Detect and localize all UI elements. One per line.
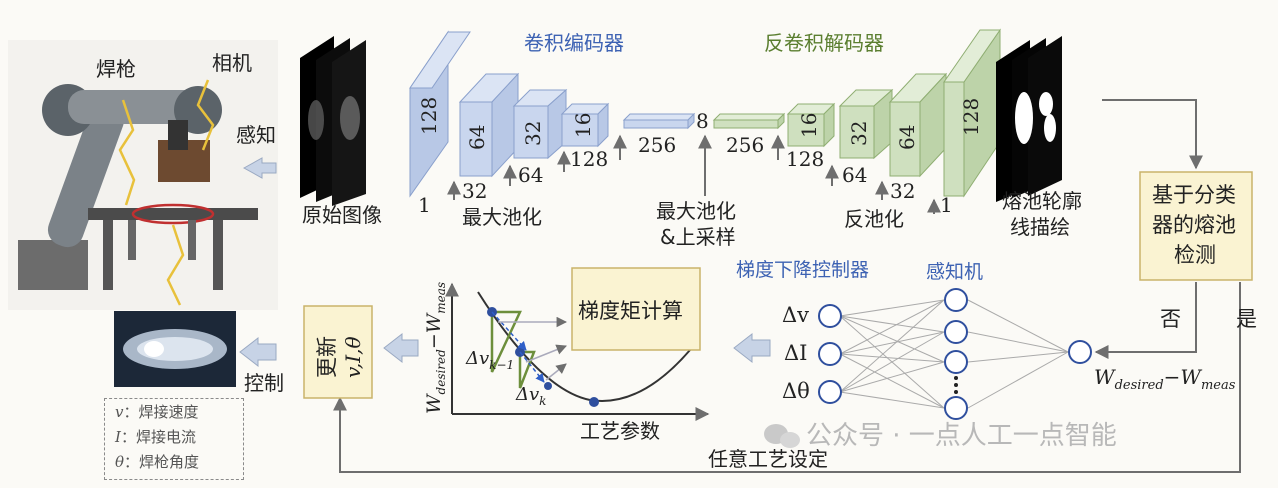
deconv-decoder-title: 反卷积解码器 <box>764 31 884 55</box>
encoder-depth-2: 64 <box>465 125 489 150</box>
arbitrary-setting-label: 任意工艺设定 <box>708 447 828 471</box>
max-pool-upsample-label-1: 最大池化 <box>656 199 736 223</box>
encoder-block-5 <box>622 112 696 130</box>
perceptron-ellipsis <box>954 376 958 394</box>
decoder-block-4 <box>888 72 948 178</box>
decoder-size-4: 32 <box>890 179 915 203</box>
y-axis-label: Wdesired−Wmeas <box>423 282 448 414</box>
delta-I-label: ΔI <box>784 341 807 365</box>
decoder-size-3: 64 <box>842 163 867 187</box>
w-diff-label: Wdesired−Wmeas <box>1094 365 1236 393</box>
yes-label: 是 <box>1236 307 1257 331</box>
decoder-block-3 <box>838 88 894 160</box>
conv-encoder-title: 卷积编码器 <box>524 31 624 55</box>
robot-arm-illustration <box>8 40 278 310</box>
decoder-block-1 <box>712 112 786 130</box>
sense-arrow <box>242 157 277 179</box>
encoder-size-1: 1 <box>418 193 431 217</box>
yes-branch-arrow <box>333 282 1241 473</box>
encoder-block-1 <box>409 30 471 198</box>
welding-torch-label: 焊枪 <box>96 57 136 81</box>
decoder-block-2 <box>786 102 836 148</box>
delta-v-label: Δv <box>782 303 809 327</box>
contour-label-2: 线描绘 <box>1010 215 1070 239</box>
update-label: 更新 <box>315 336 339 378</box>
classifier-label-3: 检测 <box>1174 243 1216 267</box>
legend-item-I: I：焊接电流 <box>115 428 196 446</box>
encoder-block-4 <box>560 102 610 148</box>
decoder-depth-3: 32 <box>847 121 871 146</box>
encoder-pool-arrows <box>447 134 627 200</box>
decoder-depth-1: 256 <box>726 133 764 157</box>
gradient-controller-title: 梯度下降控制器 <box>736 259 869 281</box>
decoder-size-5: 1 <box>940 193 953 217</box>
update-vars-label: v,I,θ <box>341 336 365 378</box>
variable-legend: v：焊接速度 I：焊接电流 θ：焊枪角度 <box>104 398 244 480</box>
bottleneck-size: 8 <box>696 109 709 133</box>
encoder-depth-1: 128 <box>417 97 441 135</box>
encoder-block-2 <box>458 72 520 178</box>
decoder-depth-5: 128 <box>959 98 983 136</box>
contour-label-1: 熔池轮廓 <box>1002 189 1082 213</box>
watermark-label: 公众号 · 一点人工一点智能 <box>806 421 1117 451</box>
decoder-depth-4: 64 <box>895 125 919 150</box>
svg-text:Wdesired−Wmeas: Wdesired−Wmeas <box>1094 365 1236 393</box>
decoder-unpool-arrows <box>771 134 941 214</box>
delta-theta-label: Δθ <box>782 379 810 403</box>
gradient-matrix-label: 梯度矩计算 <box>578 299 683 323</box>
dv-k-label: Δvk <box>515 384 546 408</box>
unpool-label: 反池化 <box>844 207 904 231</box>
contour-to-classifier-arrow <box>1102 99 1203 170</box>
legend-item-theta: θ：焊枪角度 <box>115 453 200 471</box>
encoder-depth-5: 256 <box>638 133 676 157</box>
decoder-depth-2: 16 <box>797 113 821 138</box>
gradient-matrix-box <box>571 267 701 351</box>
dv-km1-label: Δvk−1 <box>465 348 514 372</box>
gradient-to-update-arrow <box>383 332 419 364</box>
camera-label: 相机 <box>212 51 252 75</box>
encoder-size-3: 64 <box>518 163 543 187</box>
weld-pool-photo <box>114 311 236 387</box>
encoder-depth-3: 32 <box>521 121 545 146</box>
decoder-size-2: 128 <box>786 147 824 171</box>
update-box <box>303 305 373 399</box>
perceptron-to-gradient-arrow <box>733 332 771 364</box>
encoder-size-4: 128 <box>570 147 608 171</box>
original-image-stack <box>300 36 366 206</box>
gradient-plot <box>445 282 710 421</box>
sense-label: 感知 <box>236 123 276 147</box>
classifier-box <box>1139 171 1253 281</box>
no-branch-arrow <box>1094 282 1197 359</box>
original-image-label: 原始图像 <box>302 203 382 227</box>
classifier-label-2: 器的熔池 <box>1152 213 1236 237</box>
max-pool-upsample-label-2: &上采样 <box>660 225 736 249</box>
contour-output-stack <box>996 36 1062 202</box>
legend-item-v: v：焊接速度 <box>115 403 199 421</box>
perceptron-title: 感知机 <box>926 261 983 283</box>
encoder-block-3 <box>512 88 568 160</box>
encoder-size-2: 32 <box>462 179 487 203</box>
process-params-label: 工艺参数 <box>580 419 660 443</box>
no-label: 否 <box>1160 307 1181 331</box>
max-pool-label: 最大池化 <box>462 205 542 229</box>
control-arrow <box>239 336 277 368</box>
perceptron-network <box>839 299 1069 409</box>
perceptron-nodes <box>818 288 1092 420</box>
decoder-block-5 <box>943 28 1001 198</box>
classifier-label-1: 基于分类 <box>1152 183 1236 207</box>
wechat-icon <box>764 424 800 448</box>
control-label: 控制 <box>244 371 284 395</box>
encoder-depth-4: 16 <box>571 113 595 138</box>
